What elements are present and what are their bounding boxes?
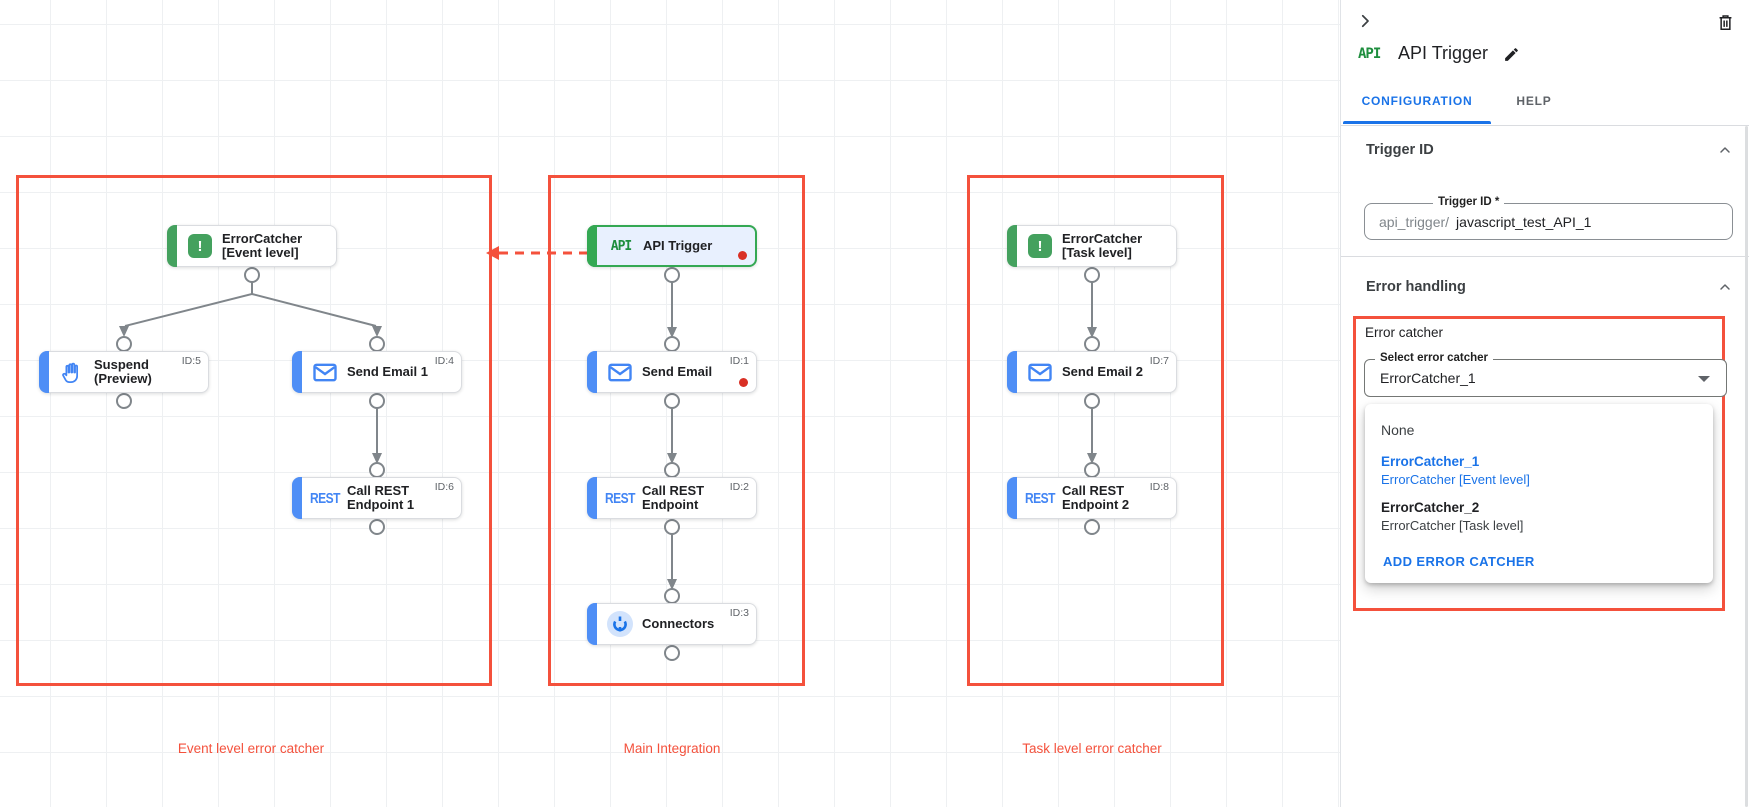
config-panel: API API Trigger CONFIGURATION HELP Trigg… [1340,0,1749,807]
rest-icon: REST [1025,489,1056,507]
node-id-label: ID:4 [434,355,454,367]
node-title: Send Email 1 [347,363,428,379]
add-error-catcher-button[interactable]: ADD ERROR CATCHER [1383,554,1535,569]
error-catcher-annotation-box [1353,316,1725,611]
rest-icon: REST [605,489,636,507]
error-catcher-label: Error catcher [1365,325,1444,340]
trigger-id-input[interactable]: Trigger ID * api_trigger/ javascript_tes… [1364,196,1733,240]
selected-error-catcher-value: ErrorCatcher_1 [1380,370,1476,386]
section-title-error-handling: Error handling [1366,279,1466,295]
option-errorcatcher-2[interactable]: ErrorCatcher_2 ErrorCatcher [Task level] [1381,500,1524,533]
divider [1341,125,1749,126]
tab-configuration[interactable]: CONFIGURATION [1361,94,1473,108]
node-id-label: ID:1 [729,355,749,367]
connector-icon [605,611,635,637]
node-title: ErrorCatcher[Event level] [222,230,303,260]
node-id-label: ID:7 [1149,355,1169,367]
collapse-error-handling-button[interactable] [1713,275,1737,299]
node-id-label: ID:3 [729,607,749,619]
tab-help[interactable]: HELP [1516,94,1552,108]
email-icon [1025,363,1055,382]
option-errorcatcher-1[interactable]: ErrorCatcher_1 ErrorCatcher [Event level… [1381,454,1530,487]
node-title: ErrorCatcher[Task level] [1062,230,1143,260]
group-label-task-level: Task level error catcher [1022,741,1162,756]
rest-icon: REST [310,489,341,507]
collapse-panel-button[interactable] [1353,9,1377,33]
email-icon [605,363,635,382]
panel-scrollbar[interactable] [1745,126,1748,807]
alert-dot-icon [738,251,747,260]
node-connectors[interactable]: Connectors ID:3 [587,603,757,645]
panel-title: API Trigger [1398,43,1489,63]
chevron-up-icon [1720,147,1730,153]
trigger-id-value: javascript_test_API_1 [1456,213,1592,230]
task-level-group-box [967,175,1224,686]
node-accent-bar [39,351,49,393]
group-label-event-level: Event level error catcher [177,741,325,756]
node-accent-bar [292,351,302,393]
dropdown-arrow-icon [1698,376,1710,382]
node-title: Send Email [642,363,713,379]
group-label-main-integration: Main Integration [623,741,721,756]
section-title-trigger-id: Trigger ID [1366,142,1434,158]
node-errorcatcher-event[interactable]: ! ErrorCatcher[Event level] [167,225,337,267]
option-none[interactable]: None [1381,422,1415,438]
divider [1341,256,1749,257]
delete-trigger-button[interactable] [1713,10,1737,34]
node-accent-bar [587,351,597,393]
node-title: Connectors [642,615,715,631]
node-suspend[interactable]: Suspend(Preview) ID:5 [39,351,209,393]
trash-icon [1719,14,1731,30]
node-title: Suspend(Preview) [94,356,152,386]
node-id-label: ID:2 [729,481,749,493]
api-badge-icon: API [610,238,633,254]
node-send-email-1[interactable]: Send Email 1 ID:4 [292,351,462,393]
integration-canvas[interactable]: API API Trigger Send Email ID:1 REST Cal… [0,0,1340,807]
alert-dot-icon [739,378,748,387]
trigger-id-field-label: Trigger ID * [1433,196,1505,208]
chevron-right-icon [1361,14,1369,28]
node-accent-bar [587,225,597,267]
edit-title-button[interactable] [1499,42,1523,66]
node-id-label: ID:5 [181,355,201,367]
collapse-trigger-id-button[interactable] [1713,138,1737,162]
error-catcher-dropdown-menu: None ErrorCatcher_1 ErrorCatcher [Event … [1365,404,1713,583]
node-send-email-2[interactable]: Send Email 2 ID:7 [1007,351,1177,393]
email-icon [310,363,340,382]
node-accent-bar [587,603,597,645]
active-tab-underline [1343,121,1491,124]
select-error-catcher-label: Select error catcher [1375,352,1494,364]
node-id-label: ID:6 [434,481,454,493]
node-api-trigger[interactable]: API API Trigger [587,225,757,267]
node-send-email[interactable]: Send Email ID:1 [587,351,757,393]
node-errorcatcher-task[interactable]: ! ErrorCatcher[Task level] [1007,225,1177,267]
hand-icon [57,361,87,384]
node-accent-bar [1007,351,1017,393]
main-integration-group-box [548,175,805,686]
node-title: Send Email 2 [1062,363,1143,379]
error-catcher-select[interactable]: Select error catcher ErrorCatcher_1 [1364,352,1727,397]
event-level-group-box [16,175,492,686]
pencil-icon [1504,47,1518,61]
error-catcher-icon: ! [185,234,215,258]
error-catcher-icon: ! [1025,234,1055,258]
trigger-id-prefix: api_trigger/ [1379,213,1450,230]
node-accent-bar [292,477,302,519]
chevron-up-icon [1720,284,1730,290]
node-id-label: ID:8 [1149,481,1169,493]
node-accent-bar [1007,477,1017,519]
node-title: API Trigger [643,237,713,253]
node-accent-bar [1007,225,1017,267]
node-accent-bar [587,477,597,519]
api-trigger-logo-icon: API [1358,46,1381,62]
node-accent-bar [167,225,177,267]
